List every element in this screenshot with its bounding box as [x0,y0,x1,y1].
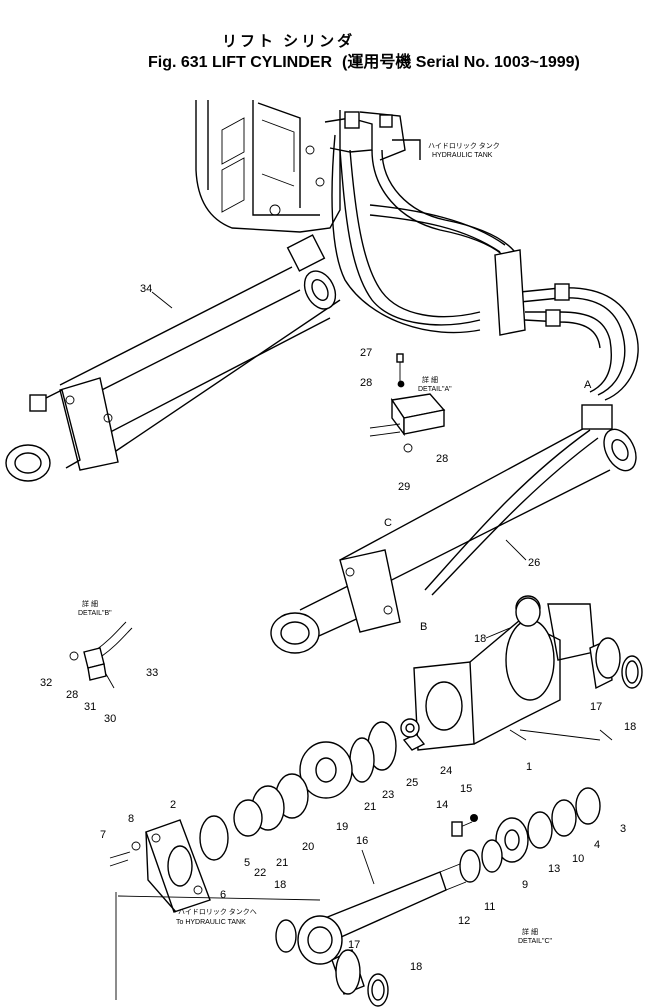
cylinder-right [270,404,637,654]
callout-17a: 17 [590,701,602,713]
title-jp: リフト シリンダ [222,32,355,50]
callout-13: 13 [548,863,560,875]
callout-26: 26 [528,557,540,569]
note-detail-b: DETAIL"B" [78,610,112,617]
part-17-18-right [589,637,643,690]
callout-12: 12 [458,915,470,927]
callout-22: 22 [254,867,266,879]
callout-9: 9 [522,879,528,891]
callout-18b: 18 [624,721,636,733]
callout-17b: 17 [348,939,360,951]
note-detail-a: DETAIL"A" [418,386,452,393]
callout-28c: 28 [66,689,78,701]
note-detail-c: DETAIL"C" [518,938,553,945]
callout-30: 30 [104,713,116,725]
callout-32: 32 [40,677,52,689]
note-detail-c-jp: 詳 細 [522,927,538,936]
detail-b [69,621,133,689]
part-16-rod [297,863,467,965]
callout-11: 11 [484,901,495,913]
callout-28b: 28 [436,453,448,465]
piston-parts [199,718,426,861]
title-serial: (運用号機 Serial No. 1003~1999) [342,52,580,71]
callout-1: 1 [526,761,532,773]
mark-b: B [420,621,427,633]
callout-2: 2 [170,799,176,811]
note-detail-a-jp: 詳 細 [422,375,438,384]
hose-bundle [331,134,639,401]
callout-4: 4 [594,839,600,851]
tank-fittings [324,111,421,161]
callout-19: 19 [336,821,348,833]
callout-18d: 18 [410,961,422,973]
callout-28a: 28 [360,377,372,389]
mark-c: C [384,517,392,529]
callout-27: 27 [360,347,372,359]
callout-20: 20 [302,841,314,853]
callout-5: 5 [244,857,250,869]
callout-24: 24 [440,765,452,777]
callout-31: 31 [84,701,96,713]
callout-3: 3 [620,823,626,835]
callout-16: 16 [356,835,368,847]
note-detail-b-jp: 詳 細 [82,599,98,608]
callout-18a: 18 [474,633,486,645]
callout-21a: 21 [364,801,376,813]
chassis-block [195,100,341,233]
callout-29: 29 [398,481,410,493]
callout-6: 6 [220,889,226,901]
callout-14: 14 [436,799,448,811]
callout-21b: 21 [276,857,288,869]
callout-7: 7 [100,829,106,841]
mark-a: A [584,379,592,391]
callout-34: 34 [140,283,152,295]
part-2-rod-head [109,819,211,913]
part-1-tube [413,595,613,751]
callout-8: 8 [128,813,134,825]
cylinder-left [5,234,341,482]
note-tank: HYDRAULIC TANK [432,152,493,159]
callout-15: 15 [460,783,472,795]
callout-25: 25 [406,777,418,789]
title-fig: Fig. 631 LIFT CYLINDER [148,54,332,71]
callout-18c: 18 [274,879,286,891]
detail-a [369,353,446,453]
callout-10: 10 [572,853,584,865]
part-17-18-bottom [331,949,389,1007]
detail-c [451,787,601,883]
note-to-tank: To HYDRAULIC TANK [176,919,246,926]
callout-33: 33 [146,667,158,679]
leader-lines [115,729,601,1000]
callout-23: 23 [382,789,394,801]
note-to-tank-jp: ハイドロリック タンクへ [178,907,257,916]
note-tank-jp: ハイドロリック タンク [428,141,500,150]
